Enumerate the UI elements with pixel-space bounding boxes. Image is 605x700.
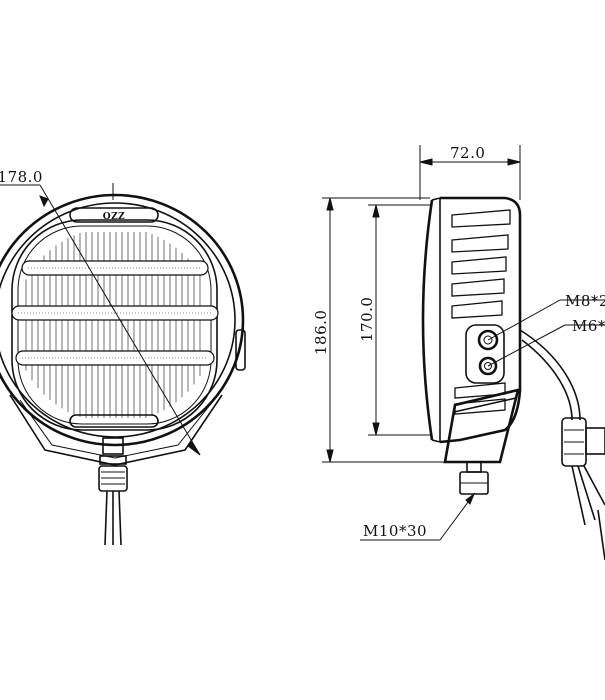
diameter-leader-diagonal <box>39 184 201 456</box>
height-arrow-top <box>326 197 334 211</box>
cable-connector-ribs <box>564 429 584 455</box>
logo-bar <box>69 207 159 223</box>
cooling-fin <box>451 234 509 253</box>
side-knob <box>235 329 246 371</box>
cooling-fins <box>451 209 511 415</box>
bottom-bar <box>69 414 159 428</box>
m8-label: M8*2 <box>565 292 605 310</box>
adjust-screw-m6-inner <box>484 362 492 370</box>
cooling-fin <box>451 300 503 319</box>
depth-arrow-right <box>507 158 521 166</box>
m10-arrow <box>465 492 476 505</box>
mount-bracket-inner <box>19 399 215 459</box>
m6-label: M6* <box>572 317 605 335</box>
adjust-screw-m6 <box>478 356 498 376</box>
cable-connector-2 <box>585 427 605 455</box>
m10-label: M10*30 <box>363 522 427 540</box>
adjust-knob-plate <box>465 324 505 384</box>
connector-thread <box>101 471 125 485</box>
adjust-screw-m8 <box>477 329 499 351</box>
connector-block <box>102 437 124 455</box>
adjust-screw-m8-inner <box>483 335 493 345</box>
diameter-arrow-top <box>39 195 49 208</box>
body-height-label: 170.0 <box>358 297 376 342</box>
cable-upper-a <box>519 329 581 421</box>
cable-lower-wires <box>571 465 605 526</box>
drl-bar <box>11 305 219 321</box>
body-arrow-top <box>372 204 380 218</box>
bolt-washer <box>466 461 482 473</box>
lens-frame-inner <box>17 225 212 425</box>
depth-arrow-left <box>419 158 433 166</box>
drl-bars <box>11 260 219 366</box>
cable-lower-end <box>597 509 605 561</box>
housing-inner-ring <box>0 202 236 438</box>
mount-bracket <box>9 394 223 466</box>
m8-leader <box>487 299 561 341</box>
body-arrow-bottom <box>372 422 380 436</box>
cooling-fin <box>451 256 507 275</box>
logo-text: OZZ <box>103 212 125 222</box>
side-bezel-caps <box>431 197 441 443</box>
bracket-edge <box>453 397 517 413</box>
cooling-fin <box>451 209 511 228</box>
diameter-label: ø178.0 <box>0 168 43 186</box>
side-view: 72.0 186.0 170.0 <box>312 144 605 561</box>
diameter-arrow-bottom <box>187 441 201 456</box>
m6-leader <box>487 324 566 367</box>
led-grid <box>25 232 201 418</box>
lens-frame <box>11 219 218 431</box>
cooling-fin <box>451 278 505 297</box>
overall-height-label: 186.0 <box>312 310 330 355</box>
depth-label: 72.0 <box>450 144 485 162</box>
side-lens-face <box>421 199 434 441</box>
housing-outer-ring <box>0 193 245 447</box>
connector-nut <box>99 455 127 465</box>
height-arrow-bottom <box>326 449 334 463</box>
cable-upper-b <box>521 339 573 421</box>
front-view: OZZ ø178.0 <box>0 168 246 546</box>
connector-wires <box>104 490 122 546</box>
